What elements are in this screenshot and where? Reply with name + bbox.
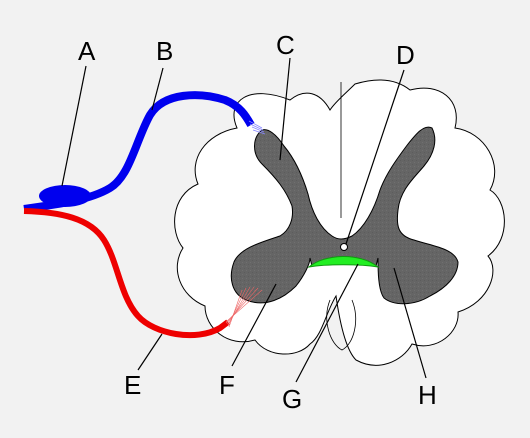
pointer-f	[231, 283, 277, 367]
label-f: F	[219, 370, 235, 400]
label-b: B	[156, 36, 173, 66]
pointer-c	[279, 57, 291, 161]
label-d: D	[396, 40, 415, 70]
ventral-rootlets	[225, 286, 263, 328]
label-h: H	[418, 380, 437, 410]
ventral-root	[23, 208, 230, 339]
label-e: E	[124, 370, 141, 400]
dorsal-rootlets	[248, 120, 266, 135]
label-g: G	[282, 384, 302, 414]
pointer-h	[393, 267, 427, 379]
pointer-e	[137, 333, 163, 371]
ventral-median-fissure	[326, 299, 356, 351]
central-canal	[340, 243, 348, 251]
label-a: A	[78, 36, 96, 66]
grey-commissure	[307, 256, 380, 268]
grey-matter	[230, 126, 459, 305]
label-pointers	[61, 57, 427, 383]
pointer-g	[295, 263, 359, 383]
label-c: C	[276, 30, 295, 60]
pointer-b	[151, 67, 164, 111]
dorsal-root-ganglion	[39, 185, 91, 207]
pointer-a	[61, 65, 87, 187]
pointer-d	[345, 69, 405, 245]
